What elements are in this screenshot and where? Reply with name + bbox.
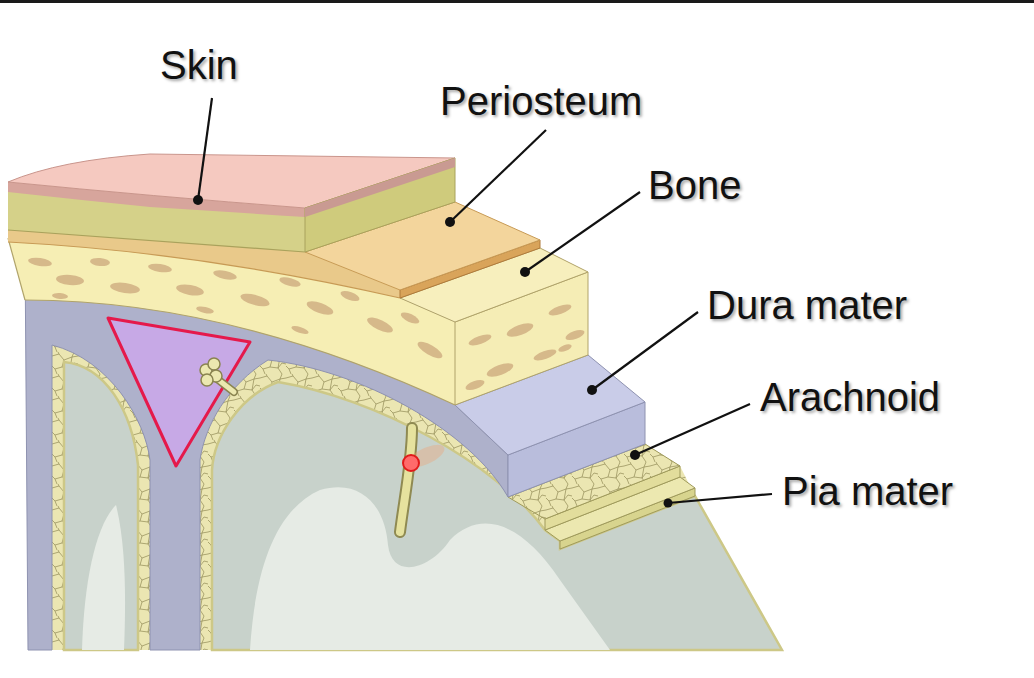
right-hemisphere	[400, 428, 412, 532]
bone-layer	[365, 315, 395, 336]
skin-layer	[8, 230, 305, 252]
leader-dot	[520, 267, 530, 277]
layer-block	[564, 328, 586, 342]
part-label: Bone	[648, 162, 741, 208]
label-anchor: Arachnoid	[760, 374, 940, 420]
bone-layer	[28, 256, 53, 267]
sagittal-sinus	[208, 358, 220, 370]
leader-line	[450, 130, 546, 222]
bone-layer	[239, 291, 271, 308]
part-label: Arachnoid	[760, 374, 940, 420]
leader-line	[592, 312, 698, 390]
left-hemisphere	[64, 362, 138, 650]
leader-dot	[193, 195, 673, 508]
label-anchor: Dura mater	[707, 282, 907, 328]
bone-layer	[291, 324, 310, 335]
leader-line	[635, 404, 750, 455]
sagittal-sinus	[108, 318, 250, 466]
sagittal-sinus	[201, 374, 213, 386]
leader-line	[668, 494, 772, 503]
layer-block	[532, 347, 557, 363]
part-label: Pia mater	[782, 468, 953, 514]
bone-layer	[25, 300, 455, 405]
label-anchor: Periosteum	[440, 78, 642, 124]
bone-layer	[196, 305, 215, 315]
bone-layer	[175, 283, 204, 298]
bone-layer	[399, 310, 421, 326]
bone-layer	[90, 257, 111, 267]
layer-block	[467, 332, 492, 348]
leader-line	[198, 98, 212, 200]
leader-dot	[445, 217, 455, 227]
layer-block	[305, 158, 455, 252]
layer-block	[305, 158, 695, 549]
layer-block	[547, 302, 572, 318]
leader-line	[525, 192, 640, 272]
left-hemisphere	[82, 505, 125, 650]
label-anchor: Pia mater	[782, 468, 953, 514]
bone-layer	[212, 269, 237, 282]
bone-layer	[109, 281, 140, 295]
right-hemisphere	[403, 455, 419, 471]
right-hemisphere	[400, 428, 412, 532]
layer-block	[505, 321, 535, 340]
part-label: Periosteum	[440, 78, 642, 124]
layer-block	[485, 361, 515, 380]
bone-layer	[148, 262, 173, 273]
leader-dot	[630, 450, 640, 460]
layer-block	[305, 158, 455, 217]
label-anchor: Skin	[160, 42, 238, 88]
bone-layer	[8, 238, 25, 300]
bone-layer	[305, 299, 335, 318]
bone-layer	[52, 292, 68, 299]
part-label: Skin	[160, 42, 238, 88]
layer-block	[464, 378, 486, 392]
leader-dot	[193, 195, 203, 205]
background	[0, 0, 1034, 3]
bone-layer	[56, 274, 85, 286]
leader-dot	[587, 385, 597, 395]
sagittal-sinus	[108, 318, 250, 466]
label-anchor: Bone	[648, 162, 741, 208]
layer-block	[557, 343, 572, 353]
layer-block	[464, 302, 586, 392]
leader-dot	[664, 499, 673, 508]
leader-line	[198, 98, 772, 503]
bone-layer	[415, 339, 444, 362]
part-label: Dura mater	[707, 282, 907, 328]
bone-layer	[339, 289, 361, 303]
